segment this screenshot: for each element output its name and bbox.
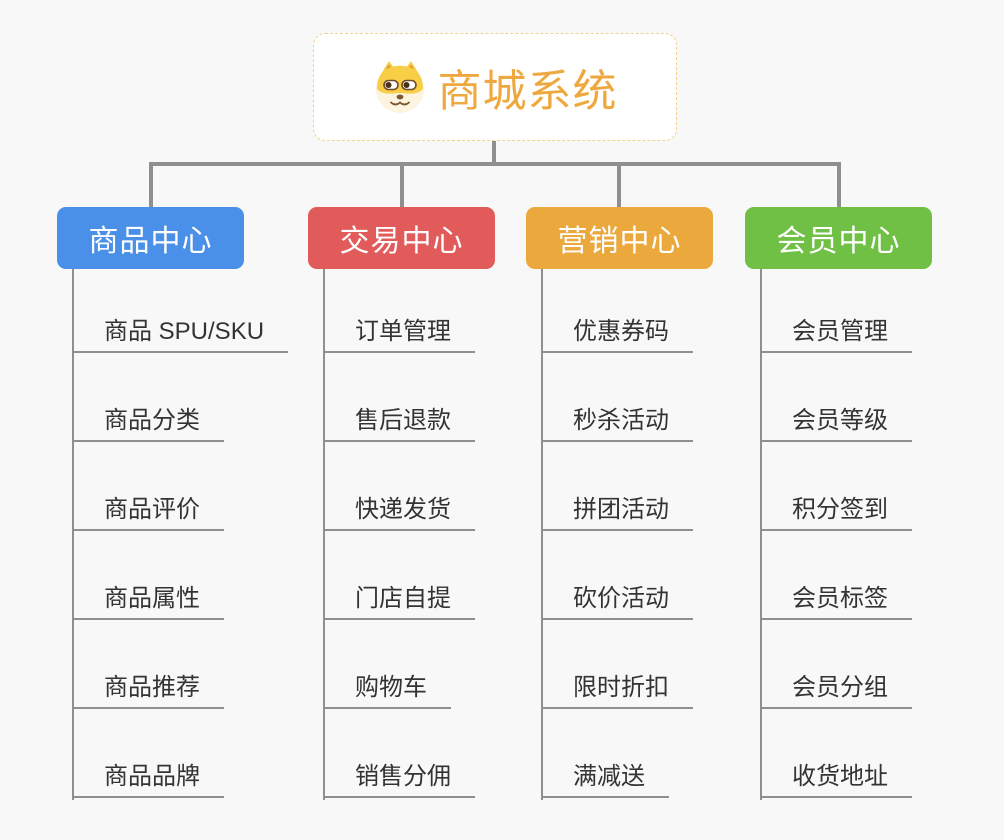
drop-line-marketing [617, 162, 621, 208]
node-sales-commission[interactable]: 销售分佣 [323, 762, 475, 798]
branch-marketing-center[interactable]: 营销中心 [526, 207, 713, 269]
node-product-brand[interactable]: 商品品牌 [72, 762, 224, 798]
node-aftersale-refund[interactable]: 售后退款 [323, 406, 475, 442]
drop-line-member [837, 162, 841, 208]
spine-marketing [541, 269, 543, 800]
dog-face-icon [373, 60, 427, 114]
node-limited-discount[interactable]: 限时折扣 [541, 673, 693, 709]
branch-trade-center[interactable]: 交易中心 [308, 207, 495, 269]
root-stem-line [492, 141, 496, 164]
node-points-checkin[interactable]: 积分签到 [760, 495, 912, 531]
branch-bus-line [149, 162, 841, 166]
drop-line-product [149, 162, 153, 208]
node-order-management[interactable]: 订单管理 [323, 317, 475, 353]
node-member-group[interactable]: 会员分组 [760, 673, 912, 709]
node-group-buy[interactable]: 拼团活动 [541, 495, 693, 531]
node-bargain-activity[interactable]: 砍价活动 [541, 584, 693, 620]
spine-trade [323, 269, 325, 800]
spine-member [760, 269, 762, 800]
node-coupon-code[interactable]: 优惠券码 [541, 317, 693, 353]
node-product-review[interactable]: 商品评价 [72, 495, 224, 531]
branch-product-center[interactable]: 商品中心 [57, 207, 244, 269]
spine-product [72, 269, 74, 800]
node-store-pickup[interactable]: 门店自提 [323, 584, 475, 620]
drop-line-trade [400, 162, 404, 208]
node-flash-sale[interactable]: 秒杀活动 [541, 406, 693, 442]
node-shipping-address[interactable]: 收货地址 [760, 762, 912, 798]
node-member-level[interactable]: 会员等级 [760, 406, 912, 442]
node-product-spu-sku[interactable]: 商品 SPU/SKU [72, 317, 289, 353]
node-product-attribute[interactable]: 商品属性 [72, 584, 224, 620]
branch-member-center[interactable]: 会员中心 [745, 207, 932, 269]
root-title: 商城系统 [437, 67, 618, 116]
node-express-delivery[interactable]: 快递发货 [323, 495, 475, 531]
node-product-recommend[interactable]: 商品推荐 [72, 673, 224, 709]
node-member-tag[interactable]: 会员标签 [760, 584, 912, 620]
node-member-management[interactable]: 会员管理 [760, 317, 912, 353]
node-product-category[interactable]: 商品分类 [72, 406, 224, 442]
node-full-reduction[interactable]: 满减送 [541, 762, 669, 798]
root-node[interactable]: 商城系统 [313, 33, 677, 141]
node-shopping-cart[interactable]: 购物车 [323, 673, 451, 709]
